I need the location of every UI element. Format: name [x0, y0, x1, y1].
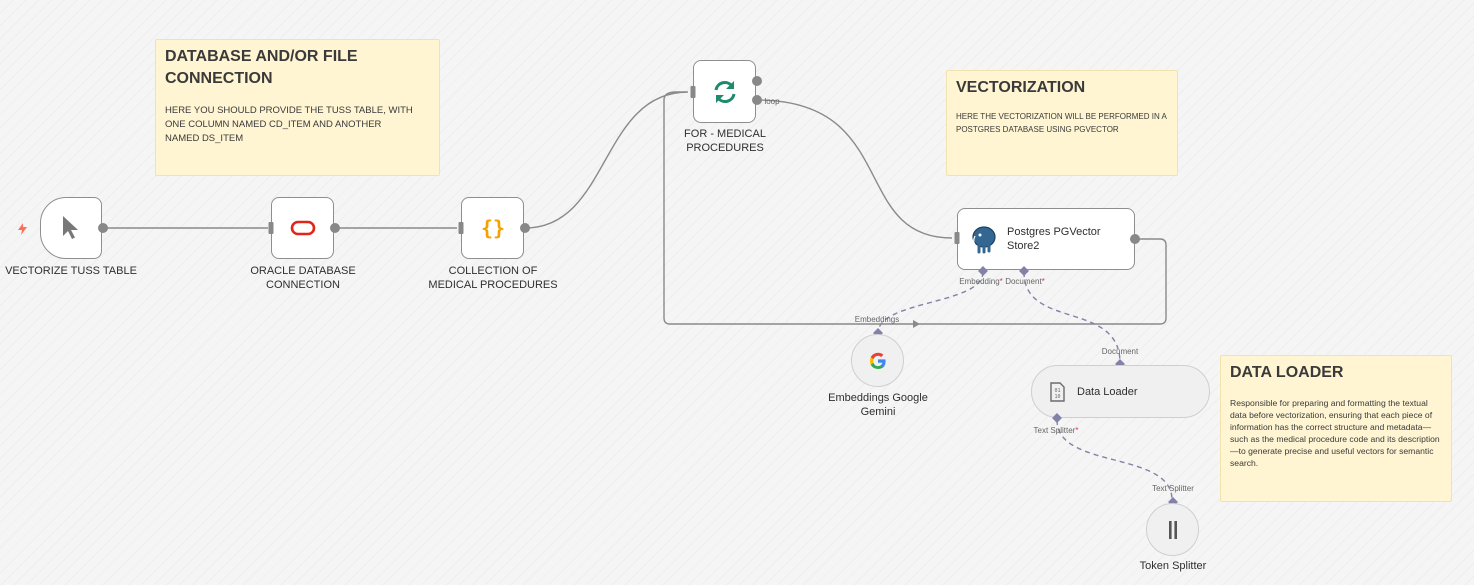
input-port[interactable] [954, 232, 960, 244]
connection-textsplitter-splitter [1056, 419, 1173, 501]
sticky-body: Responsible for preparing and formatting… [1230, 398, 1440, 468]
port-label-document: Document [1101, 347, 1139, 356]
node-label: Token Splitter [1139, 560, 1207, 572]
label-line-1: Embeddings Google [828, 392, 928, 404]
loop-output-port[interactable] [752, 95, 762, 105]
input-port[interactable] [690, 86, 696, 98]
sticky-note-database[interactable]: DATABASE AND/OR FILE CONNECTION HERE YOU… [155, 39, 440, 176]
connection-loop-pgvector [756, 99, 953, 239]
port-label-document: Document* [1005, 277, 1045, 286]
node-token-splitter[interactable] [1146, 503, 1199, 556]
node-label: Embeddings Google Gemini [828, 391, 928, 419]
node-oracle-database-connection[interactable] [271, 197, 334, 259]
oracle-icon [290, 220, 315, 236]
braces-icon: {} [480, 216, 504, 240]
label-line-2: MEDICAL PROCEDURES [428, 279, 558, 291]
port-label-loop: loop [764, 97, 780, 106]
label-line-1: FOR - MEDICAL [684, 128, 766, 140]
port-label-text-splitter: Text Splitter* [1034, 426, 1079, 435]
node-collection-of-medical-procedures[interactable]: {} [461, 197, 524, 259]
cursor-icon [63, 216, 78, 239]
binary-file-icon: 01 10 [1050, 381, 1065, 402]
required-marker: * [1075, 426, 1079, 435]
node-title: Data Loader [1077, 385, 1138, 398]
node-embeddings-google-gemini[interactable] [851, 334, 904, 387]
required-marker: * [1041, 277, 1045, 286]
sticky-note-data-loader[interactable]: DATA LOADER Responsible for preparing an… [1220, 355, 1452, 502]
port-label-text-splitter-out: Text Splitter [1152, 484, 1194, 493]
title-line-1: Postgres PGVector [1007, 226, 1101, 238]
input-port[interactable] [458, 222, 464, 234]
sticky-body: HERE YOU SHOULD PROVIDE THE TUSS TABLE, … [165, 105, 413, 144]
document-text: Document [1005, 277, 1042, 286]
node-postgres-pgvector-store[interactable]: Postgres PGVector Store2 [957, 208, 1135, 270]
node-label: ORACLE DATABASE CONNECTION [250, 264, 355, 292]
node-vectorize-tuss-table[interactable] [40, 197, 102, 259]
connection-collection-loop [524, 91, 689, 229]
sticky-title: DATABASE AND/OR FILE CONNECTION [165, 48, 358, 87]
label-line-2: Gemini [860, 406, 896, 418]
output-port[interactable] [330, 223, 340, 233]
node-title: Postgres PGVector Store2 [1007, 225, 1101, 253]
node-for-medical-procedures[interactable] [693, 60, 756, 123]
label-line-1: COLLECTION OF [448, 265, 538, 277]
title-line-2: Store2 [1007, 240, 1040, 252]
trigger-bolt-icon [18, 223, 27, 235]
input-port[interactable] [268, 222, 274, 234]
output-port[interactable] [520, 223, 530, 233]
node-label: VECTORIZE TUSS TABLE [5, 265, 137, 277]
postgres-elephant-icon [972, 226, 996, 254]
token-splitter-icon [1168, 520, 1177, 539]
label-line-1: ORACLE DATABASE [250, 265, 356, 277]
node-label: FOR - MEDICAL PROCEDURES [684, 127, 766, 155]
port-label-embedding: Embedding* [959, 277, 1003, 286]
sticky-title: DATA LOADER [1230, 364, 1344, 381]
port-label-embeddings: Embeddings [854, 315, 900, 324]
refresh-icon [714, 80, 735, 103]
node-data-loader[interactable]: 01 10 Data Loader [1031, 365, 1210, 418]
sticky-note-vectorization[interactable]: VECTORIZATION HERE THE VECTORIZATION WIL… [946, 70, 1178, 176]
done-output-port[interactable] [752, 76, 762, 86]
svg-text:{}: {} [480, 216, 504, 240]
output-port[interactable] [98, 223, 108, 233]
embedding-text: Embedding [959, 277, 1000, 286]
connection-embedding-gemini [877, 271, 984, 334]
required-marker: * [999, 277, 1003, 286]
sticky-title: VECTORIZATION [956, 79, 1086, 96]
text-splitter-text: Text Splitter [1033, 426, 1076, 435]
output-port[interactable] [1130, 234, 1140, 244]
label-line-2: PROCEDURES [686, 142, 764, 154]
svg-text:01: 01 [1054, 388, 1060, 394]
svg-text:10: 10 [1054, 394, 1060, 400]
label-line-2: CONNECTION [266, 279, 340, 291]
sticky-body: HERE THE VECTORIZATION WILL BE PERFORMED… [956, 112, 1167, 134]
return-arrow [913, 320, 920, 328]
node-label: COLLECTION OF MEDICAL PROCEDURES [428, 264, 557, 292]
google-g-icon [869, 352, 886, 369]
connection-document-dataloader [1023, 271, 1121, 364]
